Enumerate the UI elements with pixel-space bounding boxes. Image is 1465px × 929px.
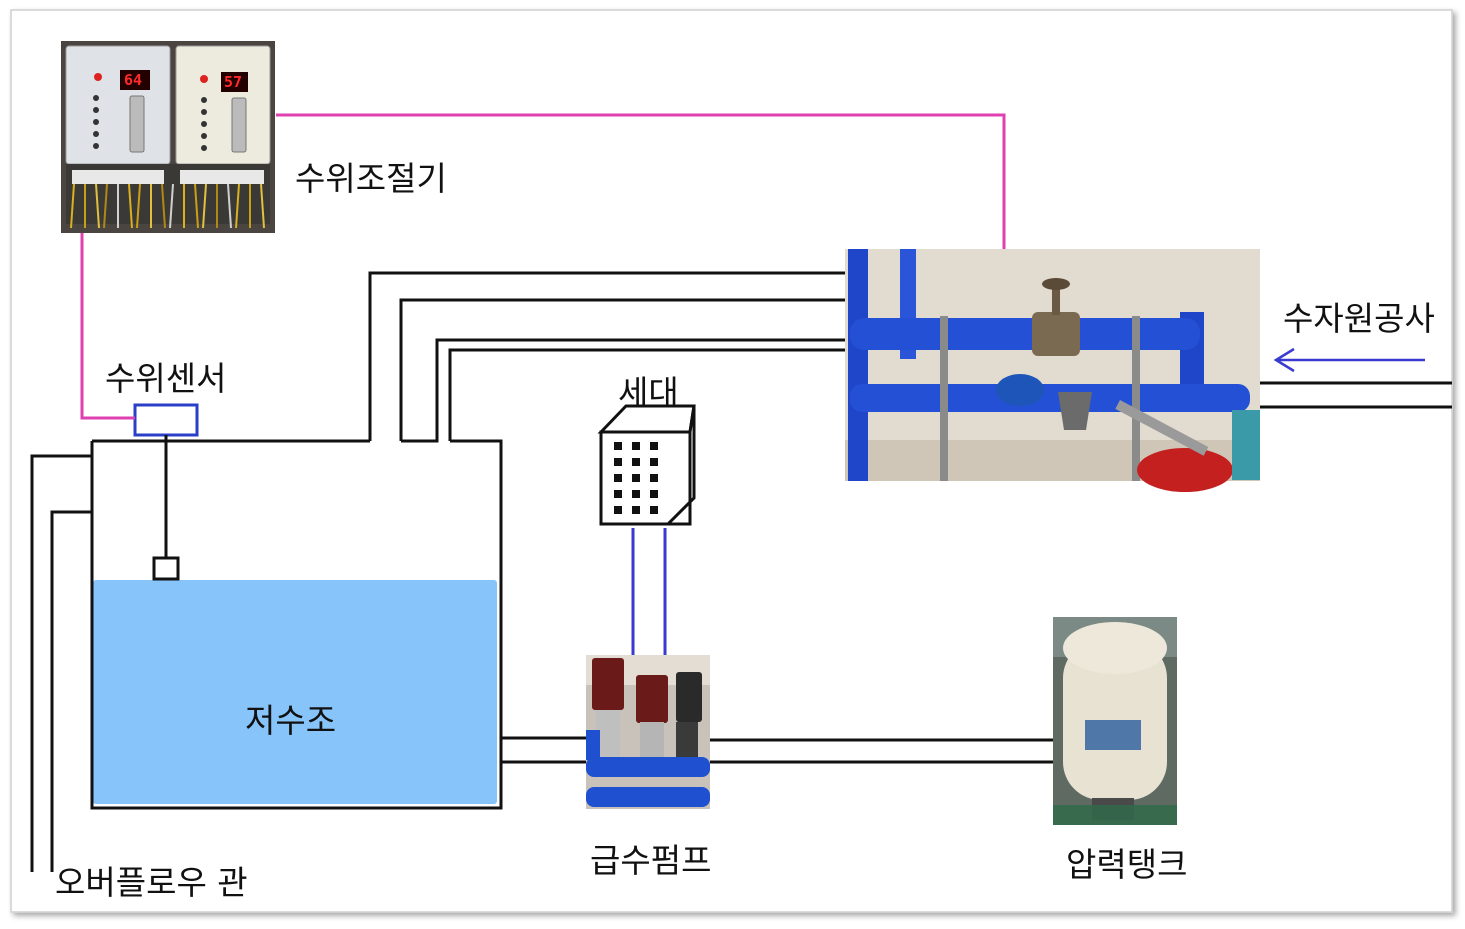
building-window <box>614 490 622 498</box>
building-window <box>632 506 640 514</box>
household-building-icon <box>597 404 696 526</box>
level-controller-photo <box>61 41 275 233</box>
booster-pump-photo <box>586 655 710 809</box>
controller-wire <box>70 183 75 229</box>
flow-direction-arrow-icon <box>1273 347 1425 373</box>
inlet-pipe-2 <box>399 298 845 441</box>
building-window <box>650 474 658 482</box>
building-window <box>650 490 658 498</box>
controller-wire <box>95 183 100 229</box>
building-window <box>614 442 622 450</box>
signal-line-sensor <box>80 232 135 420</box>
building-window <box>632 490 640 498</box>
controller-wire <box>235 183 240 229</box>
inlet-pipe-1 <box>368 271 845 441</box>
controller-wire <box>202 183 207 229</box>
valve-assembly-photo <box>845 249 1260 492</box>
booster-pump-label: 급수펌프 <box>590 841 712 880</box>
building-window <box>632 474 640 482</box>
inlet-pipe-3 <box>401 338 845 443</box>
building-window <box>614 458 622 466</box>
building-window <box>632 442 640 450</box>
controller-wire <box>260 183 265 229</box>
building-window <box>650 506 658 514</box>
pressure-tank-label: 압력탱크 <box>1066 845 1188 884</box>
level-sensor-box <box>133 403 199 437</box>
building-window <box>614 474 622 482</box>
controller-display-right: 57 <box>224 73 243 91</box>
inlet-pipe-4 <box>448 348 845 441</box>
controller-wire <box>169 183 174 229</box>
reservoir-label: 저수조 <box>245 701 337 740</box>
controller-wire <box>103 183 108 229</box>
controller-wire <box>136 183 141 229</box>
level-controller-label: 수위조절기 <box>295 159 447 198</box>
overflow-pipe-inner <box>50 510 92 872</box>
reservoir-outline <box>90 439 503 810</box>
household-label: 세대 <box>618 373 679 412</box>
controller-wire <box>227 183 232 229</box>
building-window <box>650 442 658 450</box>
water-supplier-label: 수자원공사 <box>1283 299 1435 338</box>
sensor-float <box>152 556 180 581</box>
overflow-pipe-label: 오버플로우 관 <box>55 863 248 902</box>
building-window <box>650 458 658 466</box>
controller-wire <box>194 183 199 229</box>
pressure-tank-photo <box>1053 617 1177 825</box>
reservoir-water <box>93 580 497 804</box>
overflow-pipe-outer <box>30 454 92 872</box>
controller-wire <box>161 183 166 229</box>
building-window <box>632 458 640 466</box>
building-window <box>614 506 622 514</box>
controller-wire <box>128 183 133 229</box>
controller-display-left: 64 <box>124 71 143 89</box>
level-sensor-label: 수위센서 <box>105 359 227 398</box>
